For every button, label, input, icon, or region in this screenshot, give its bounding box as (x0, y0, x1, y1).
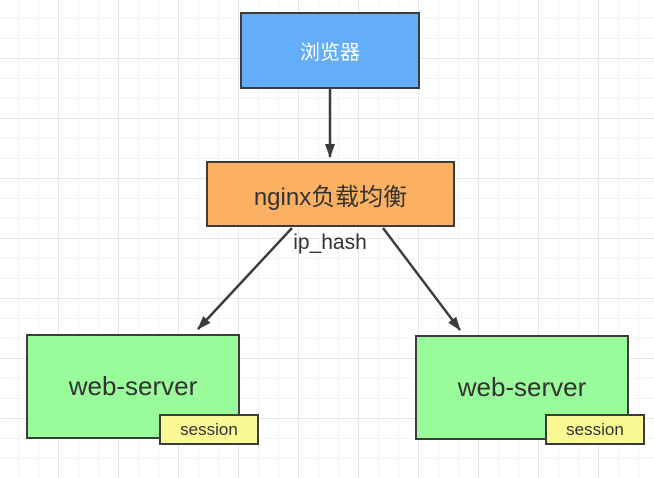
edge-nginx-to-web-server-left[interactable] (197, 227, 293, 330)
node-web-server-left-label: web-server (68, 371, 198, 401)
node-session-right-label: session (566, 419, 624, 439)
ip-hash-label: ip_hash (293, 231, 367, 254)
node-session-left[interactable]: session (159, 414, 259, 445)
node-session-right[interactable]: session (545, 414, 645, 445)
edge-nginx-to-web-server-right[interactable] (382, 227, 461, 331)
node-nginx-load-balancer[interactable]: nginx负载均衡 (206, 161, 455, 227)
node-browser[interactable]: 浏览器 (240, 12, 420, 89)
node-web-server-right-label: web-server (457, 372, 587, 402)
node-browser-label: 浏览器 (300, 42, 360, 64)
edge-label-ip-hash[interactable]: ip_hash (250, 231, 410, 255)
node-session-left-label: session (180, 419, 238, 439)
node-nginx-load-balancer-label: nginx负载均衡 (253, 183, 408, 211)
